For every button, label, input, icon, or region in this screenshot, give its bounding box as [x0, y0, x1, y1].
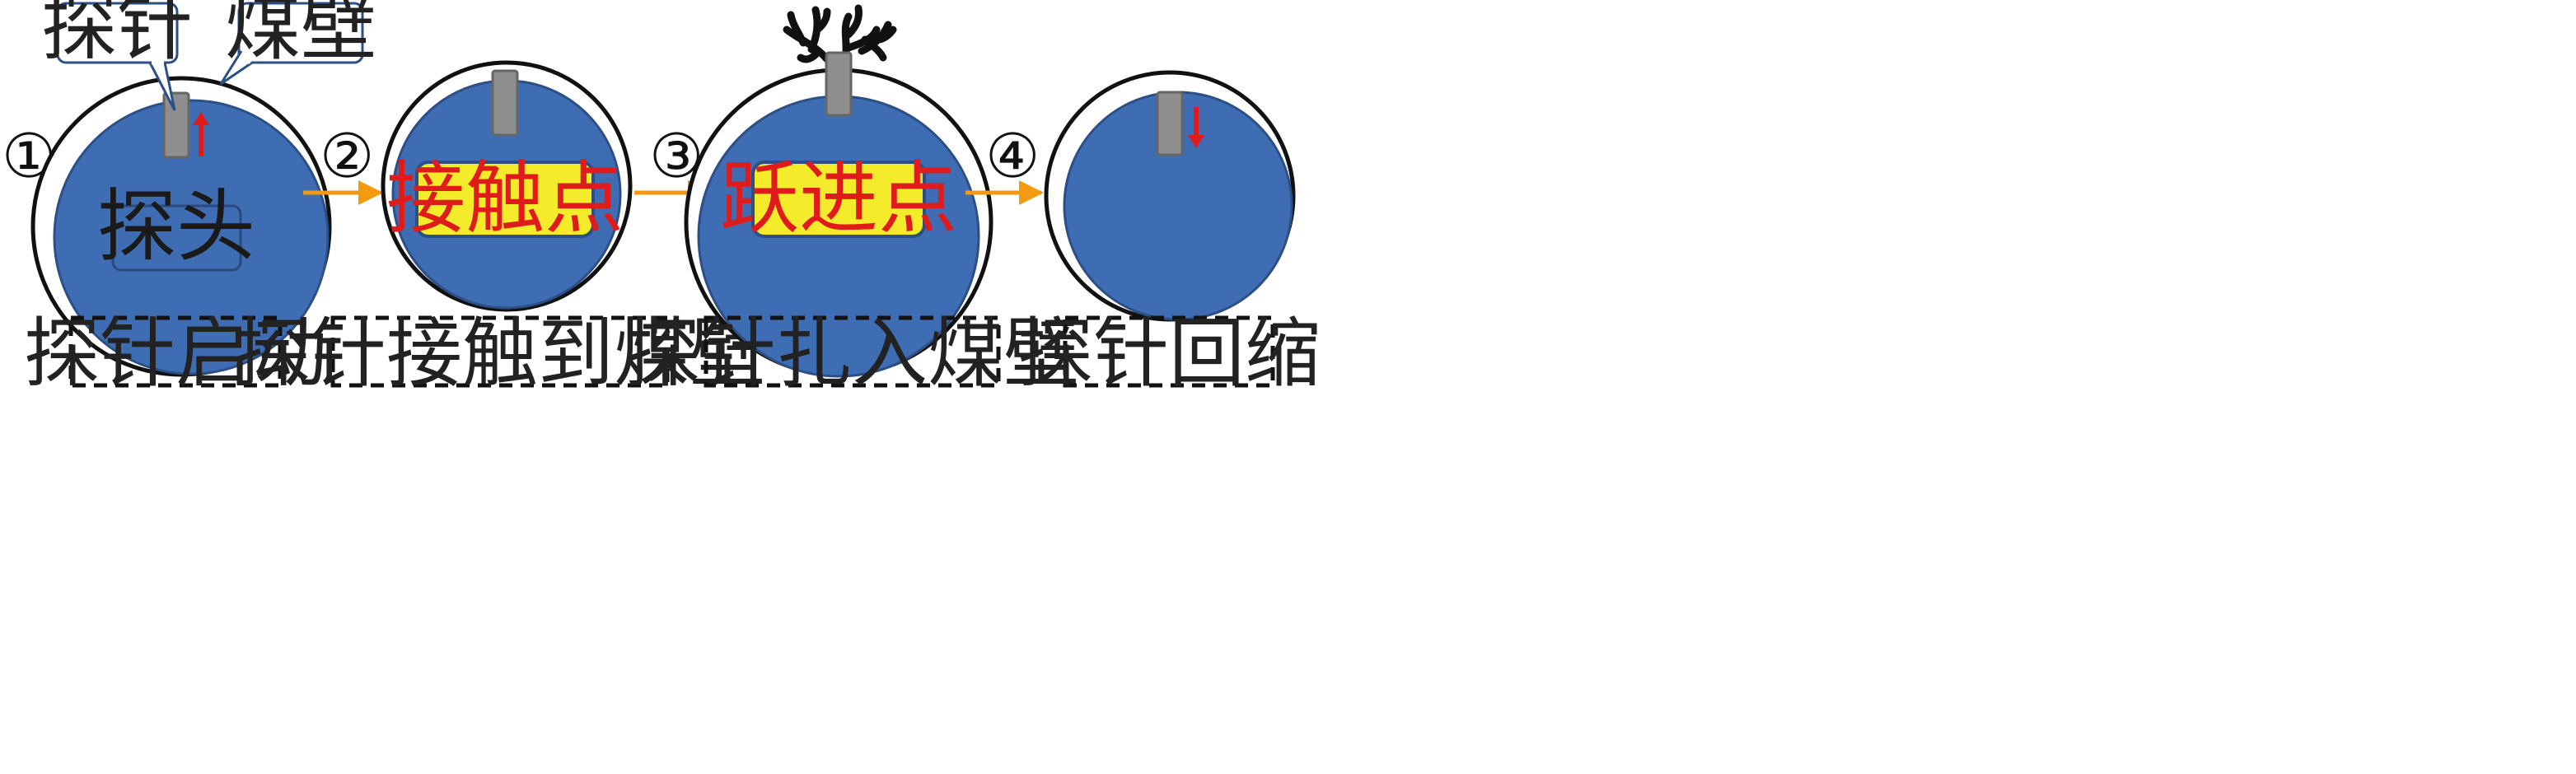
step-1-caption: 探针启动	[24, 310, 327, 398]
step-1-up-arrow-icon	[193, 112, 209, 156]
step-1-probe-head-label: 探头	[97, 180, 255, 273]
step-3-jump-point-box	[751, 161, 926, 238]
step-1-caption-box	[68, 315, 283, 388]
step-2-caption-box	[330, 315, 670, 388]
step-4-probe-needle	[1156, 91, 1184, 156]
callout-coal-wall: 煤壁	[219, 0, 376, 86]
callout-probe-label: 探针	[41, 0, 193, 71]
step-3-probe-needle	[825, 51, 853, 117]
callout-coal-wall-label: 煤壁	[225, 0, 376, 71]
callout-probe: 探针	[41, 0, 193, 111]
step-4-number: ④	[985, 121, 1040, 192]
step-2-contact-point-label: 接触点	[386, 152, 624, 245]
step-4-caption-box	[1063, 315, 1275, 388]
step-1-probe-needle	[162, 91, 190, 159]
step-2: ② 接触点 探针接触到煤壁	[235, 60, 765, 398]
step-2-caption: 探针接触到煤壁	[235, 310, 765, 398]
step-1: ① 探头 探针 煤壁 探针启动	[2, 0, 376, 398]
step-3-caption: 探针扎入煤壁	[624, 310, 1079, 398]
step-4-caption: 探针回缩	[1017, 310, 1321, 398]
step-3: ③ 跃进点 探针扎入煤壁	[624, 4, 1079, 398]
step-4: ④ 探针回缩	[985, 70, 1321, 398]
step-2-probe-needle	[491, 69, 519, 137]
step-3-caption-box	[704, 315, 1001, 388]
step-2-contact-point-box	[415, 161, 595, 238]
step-3-coal-fracture-icon	[783, 4, 897, 63]
step-4-down-arrow-icon	[1188, 107, 1204, 148]
step-2-number: ②	[320, 121, 374, 192]
step-3-jump-point-label: 跃进点	[720, 152, 957, 245]
step-1-probe-head-box	[111, 204, 242, 272]
